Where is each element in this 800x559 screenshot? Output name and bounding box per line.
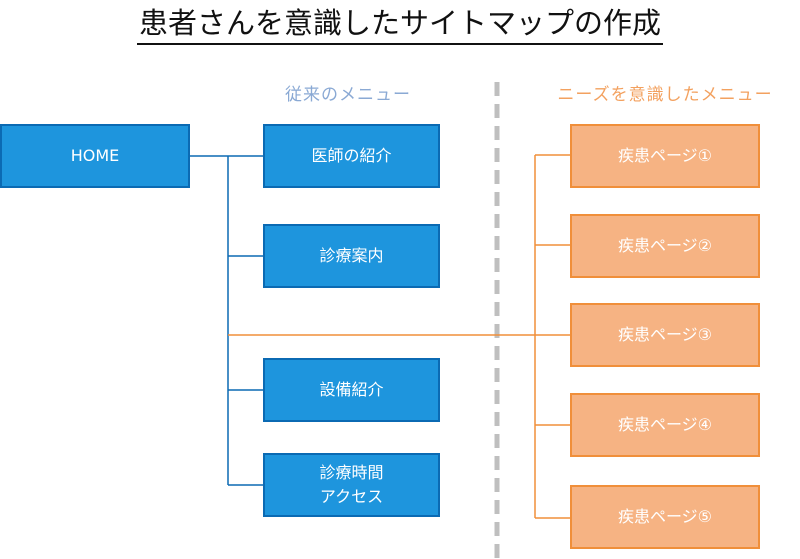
disease-page-label: 疾患ページ③ bbox=[617, 325, 713, 344]
old-menu-label: 設備紹介 bbox=[319, 380, 384, 399]
page-title-text: 患者さんを意識したサイトマップの作成 bbox=[136, 6, 663, 46]
disease-page-node-4: 疾患ページ④ bbox=[570, 393, 760, 457]
old-menu-node-facilities: 設備紹介 bbox=[263, 358, 440, 422]
home-node: HOME bbox=[0, 124, 190, 188]
page-title: 患者さんを意識したサイトマップの作成 bbox=[0, 6, 800, 46]
disease-page-label: 疾患ページ⑤ bbox=[617, 507, 713, 526]
old-menu-label: 診療時間 bbox=[319, 463, 384, 482]
disease-page-label: 疾患ページ② bbox=[617, 236, 713, 255]
disease-page-label: 疾患ページ④ bbox=[617, 415, 713, 434]
disease-page-node-2: 疾患ページ② bbox=[570, 214, 760, 278]
disease-page-node-3: 疾患ページ③ bbox=[570, 303, 760, 367]
heading-needs-menu: ニーズを意識したメニュー bbox=[557, 85, 773, 105]
disease-page-node-5: 疾患ページ⑤ bbox=[570, 485, 760, 549]
old-menu-label-line2: アクセス bbox=[319, 487, 384, 506]
disease-page-node-1: 疾患ページ① bbox=[570, 124, 760, 188]
home-label: HOME bbox=[70, 146, 120, 165]
heading-old-menu: 従来のメニュー bbox=[285, 85, 411, 105]
old-menu-node-guide: 診療案内 bbox=[263, 224, 440, 288]
old-menu-node-hours-access: 診療時間 アクセス bbox=[263, 453, 440, 517]
old-menu-label: 医師の紹介 bbox=[311, 146, 392, 165]
disease-page-label: 疾患ページ① bbox=[617, 146, 713, 165]
old-menu-node-doctors: 医師の紹介 bbox=[263, 124, 440, 188]
old-menu-label: 診療案内 bbox=[319, 246, 384, 265]
